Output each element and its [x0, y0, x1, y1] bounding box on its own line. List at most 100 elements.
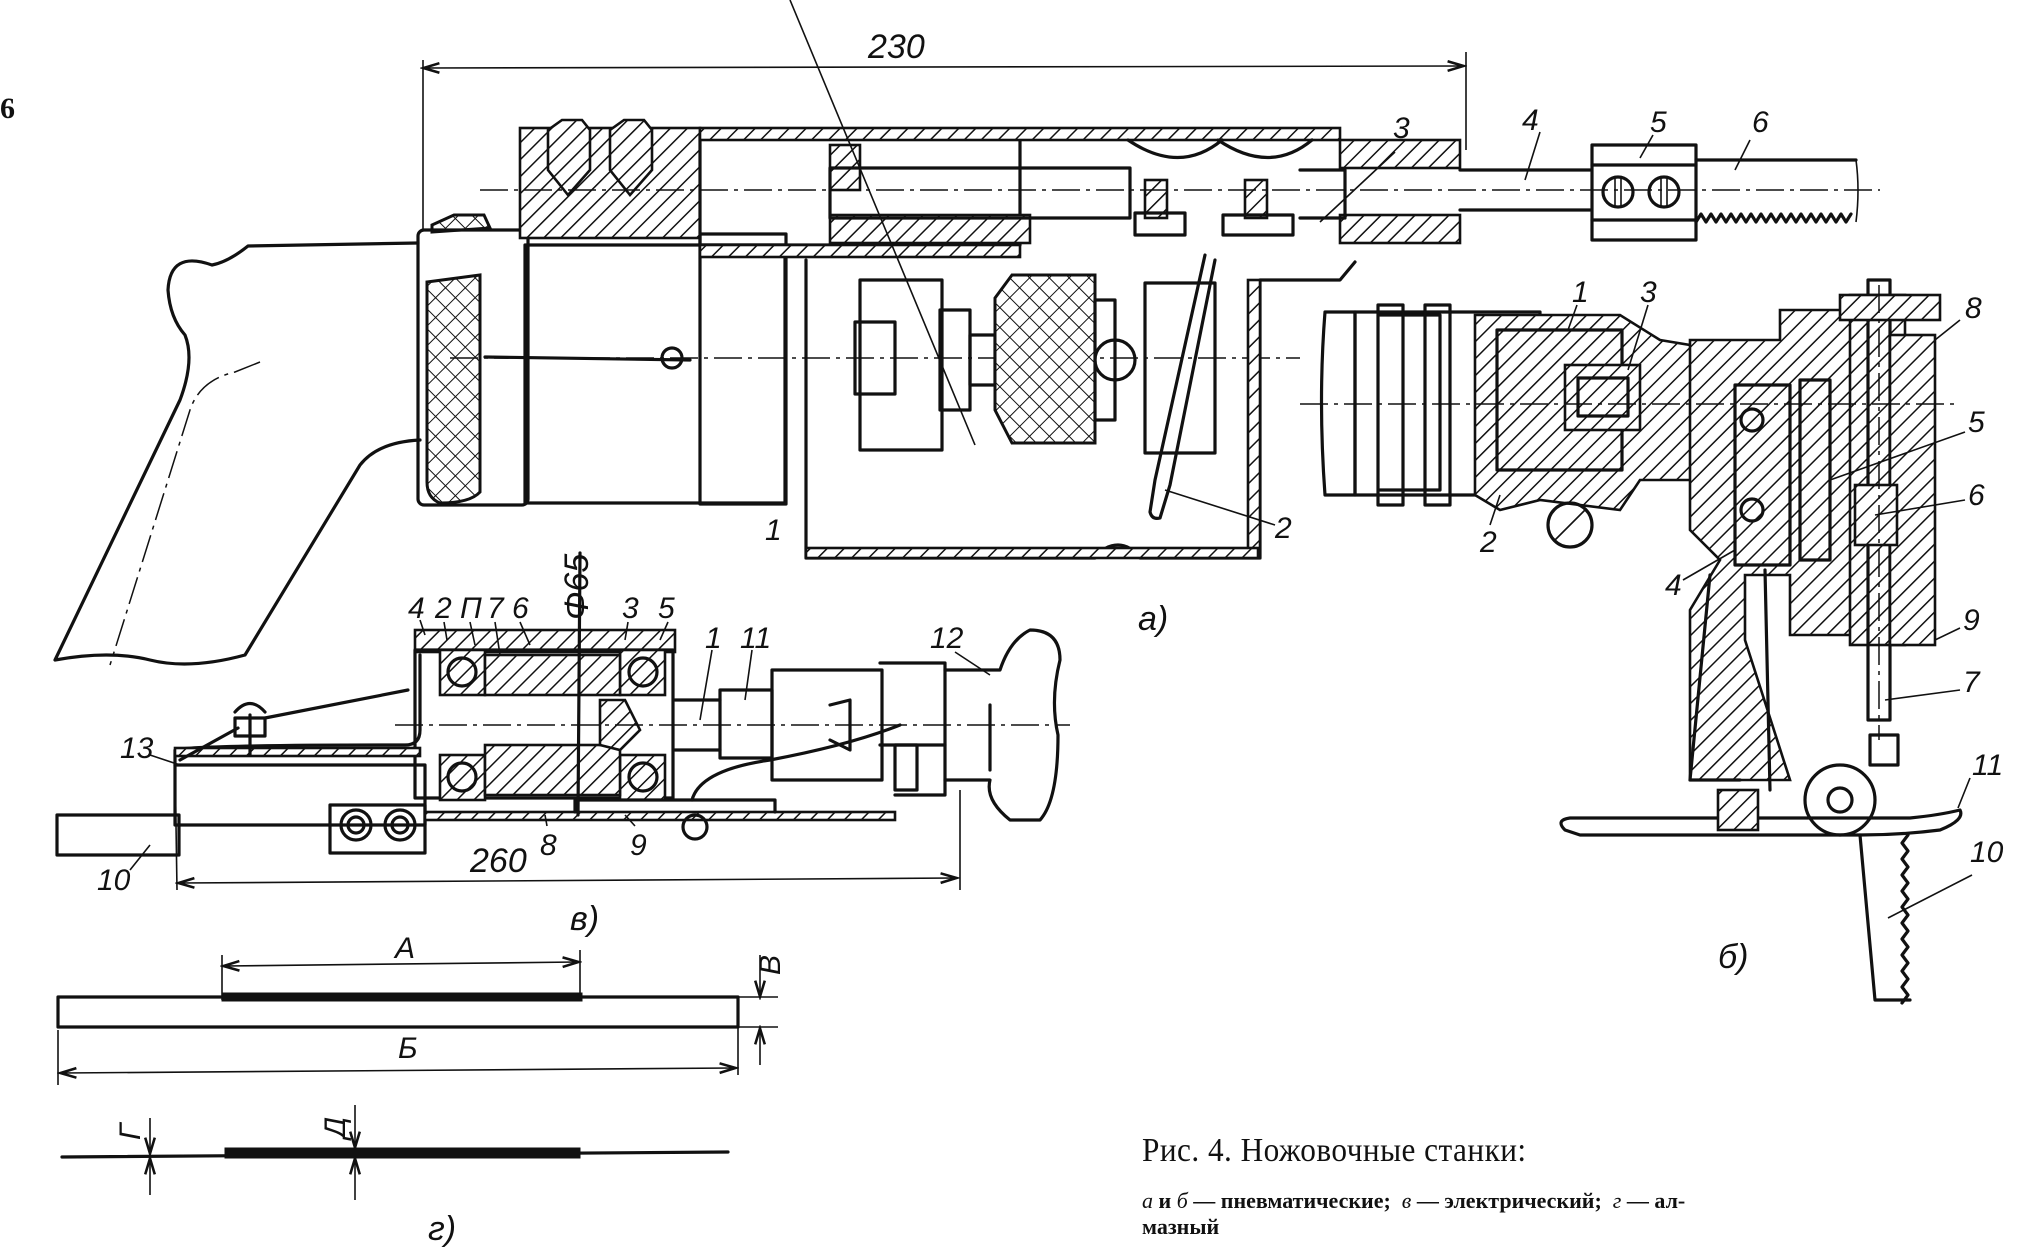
blade-6-teeth [1694, 212, 1853, 224]
callout-v-1: 1 [705, 622, 722, 655]
dim-diameter-65: Φ65 [558, 554, 596, 620]
v-bracket-plate [173, 746, 422, 758]
callout-b-3: 3 [1640, 276, 1657, 309]
b-blade-teeth [1900, 833, 1910, 1005]
caption-title: Рис. 4. Ножовочные станки: [1142, 1132, 1527, 1169]
callout-b-1: 1 [1572, 276, 1589, 309]
callout-b-8: 8 [1965, 292, 1982, 325]
b-ring-2 [1423, 303, 1452, 507]
nut-flange [1093, 298, 1117, 422]
v-screw [893, 743, 919, 792]
caption-diamond-2: мазный [1142, 1214, 1220, 1239]
bolt-1 [546, 118, 592, 198]
piston-rod [828, 166, 1132, 220]
handle-outline [53, 241, 422, 666]
leader-a-4 [1524, 131, 1541, 181]
callout-a-2: 2 [1274, 512, 1292, 545]
callout-a-3: 3 [1393, 112, 1410, 145]
caption-diamond-1: — ал- [1626, 1188, 1686, 1213]
partial-b-left [1378, 313, 1442, 492]
nut-washer-1 [1133, 211, 1187, 237]
view-v-label: в) [570, 900, 599, 938]
dim-G-text: Г [114, 1121, 147, 1140]
v-curve [690, 723, 902, 802]
dim-B-text: Б [398, 1032, 418, 1065]
v-rotor-top [483, 653, 622, 697]
b-gear-4 [1733, 383, 1792, 567]
caption-pneumatic: — пневматические; [1193, 1188, 1391, 1213]
callout-v-7: 7 [487, 592, 505, 625]
b-pin-6 [1853, 483, 1899, 547]
callout-a-6: 6 [1752, 106, 1769, 139]
roller-1 [1126, 138, 1224, 159]
v-strut-2 [263, 688, 410, 720]
dim-D-text: Д [319, 1117, 352, 1141]
v-rotor-bottom [483, 743, 622, 797]
b-column [1688, 568, 1772, 792]
roller-2 [1216, 138, 1314, 159]
cylinder-flange [698, 232, 788, 506]
lever-2 [1148, 253, 1217, 520]
bolt-2 [608, 118, 654, 198]
cam-screw [1093, 338, 1137, 382]
callout-v-8: 8 [540, 829, 557, 862]
motor-cap [858, 278, 944, 452]
figure-caption: Рис. 4. Ножовочные станки: а и б — пневм… [1142, 1132, 2012, 1240]
view-g-label: г) [428, 1210, 456, 1248]
g-diamond-side [224, 1147, 581, 1159]
leader-a-1 [789, 0, 976, 446]
dim-230-text: 230 [867, 28, 925, 66]
view-v: 260 Φ65 4 2 П 7 6 3 5 1 11 12 13 10 8 9 … [55, 551, 1070, 938]
bushing-bottom [1338, 213, 1462, 245]
b-crank-5 [1798, 378, 1832, 562]
v-shaft-1 [673, 698, 722, 752]
handle-axis [109, 361, 261, 666]
callout-a-4: 4 [1522, 104, 1539, 137]
b-base-screw [1716, 788, 1760, 832]
knurled-cap [425, 273, 482, 505]
b-ring-1 [1376, 303, 1405, 507]
leader-a-5 [1639, 134, 1654, 159]
screw-1 [1601, 175, 1635, 209]
dim-A-line [225, 962, 577, 966]
callout-v-4: 4 [408, 592, 425, 625]
view-a: 230 [53, 0, 1880, 666]
clamp-5 [1590, 143, 1698, 242]
v-base-plate [423, 810, 897, 822]
rod-neck [1298, 168, 1347, 220]
b-cap-8 [1838, 293, 1942, 322]
b-roller [1803, 763, 1877, 837]
view-b-label: б) [1718, 938, 1748, 976]
view-a-label: а) [1138, 600, 1168, 638]
callout-a-5: 5 [1650, 106, 1667, 139]
callout-a-1: 1 [765, 514, 782, 547]
callout-v-13: 13 [120, 732, 154, 765]
cap-housing [416, 228, 530, 507]
callout-v-9: 9 [630, 829, 647, 862]
b-blade-clamp [1868, 733, 1900, 767]
b-blade-back [1858, 833, 1912, 1002]
callout-v-P: П [460, 592, 482, 625]
callout-v-5: 5 [658, 592, 675, 625]
blade-break [1855, 159, 1859, 223]
caption-and: и [1158, 1188, 1172, 1213]
view-g: А Б В Г Д г) [56, 932, 787, 1248]
motor-cap-inner [853, 320, 897, 396]
cam-block [1143, 281, 1217, 455]
nut-washer-2 [1221, 213, 1295, 237]
b-base-plate-11 [1559, 808, 1963, 837]
caption-electric: — электрический; [1416, 1188, 1602, 1213]
callout-b-9: 9 [1963, 604, 1980, 637]
g-diamond-strip [221, 992, 583, 1002]
v-roller-block [328, 803, 427, 855]
caption-letter-v: в [1401, 1188, 1412, 1213]
nut-2 [1243, 178, 1269, 220]
cylinder-wall-top [698, 126, 1342, 142]
callout-v-11: 11 [740, 622, 771, 655]
callout-v-6: 6 [512, 592, 529, 625]
leader-a-2 [1164, 489, 1276, 526]
v-chuck-11 [718, 688, 774, 760]
callout-b-5: 5 [1968, 406, 1985, 439]
shaft [968, 333, 997, 387]
